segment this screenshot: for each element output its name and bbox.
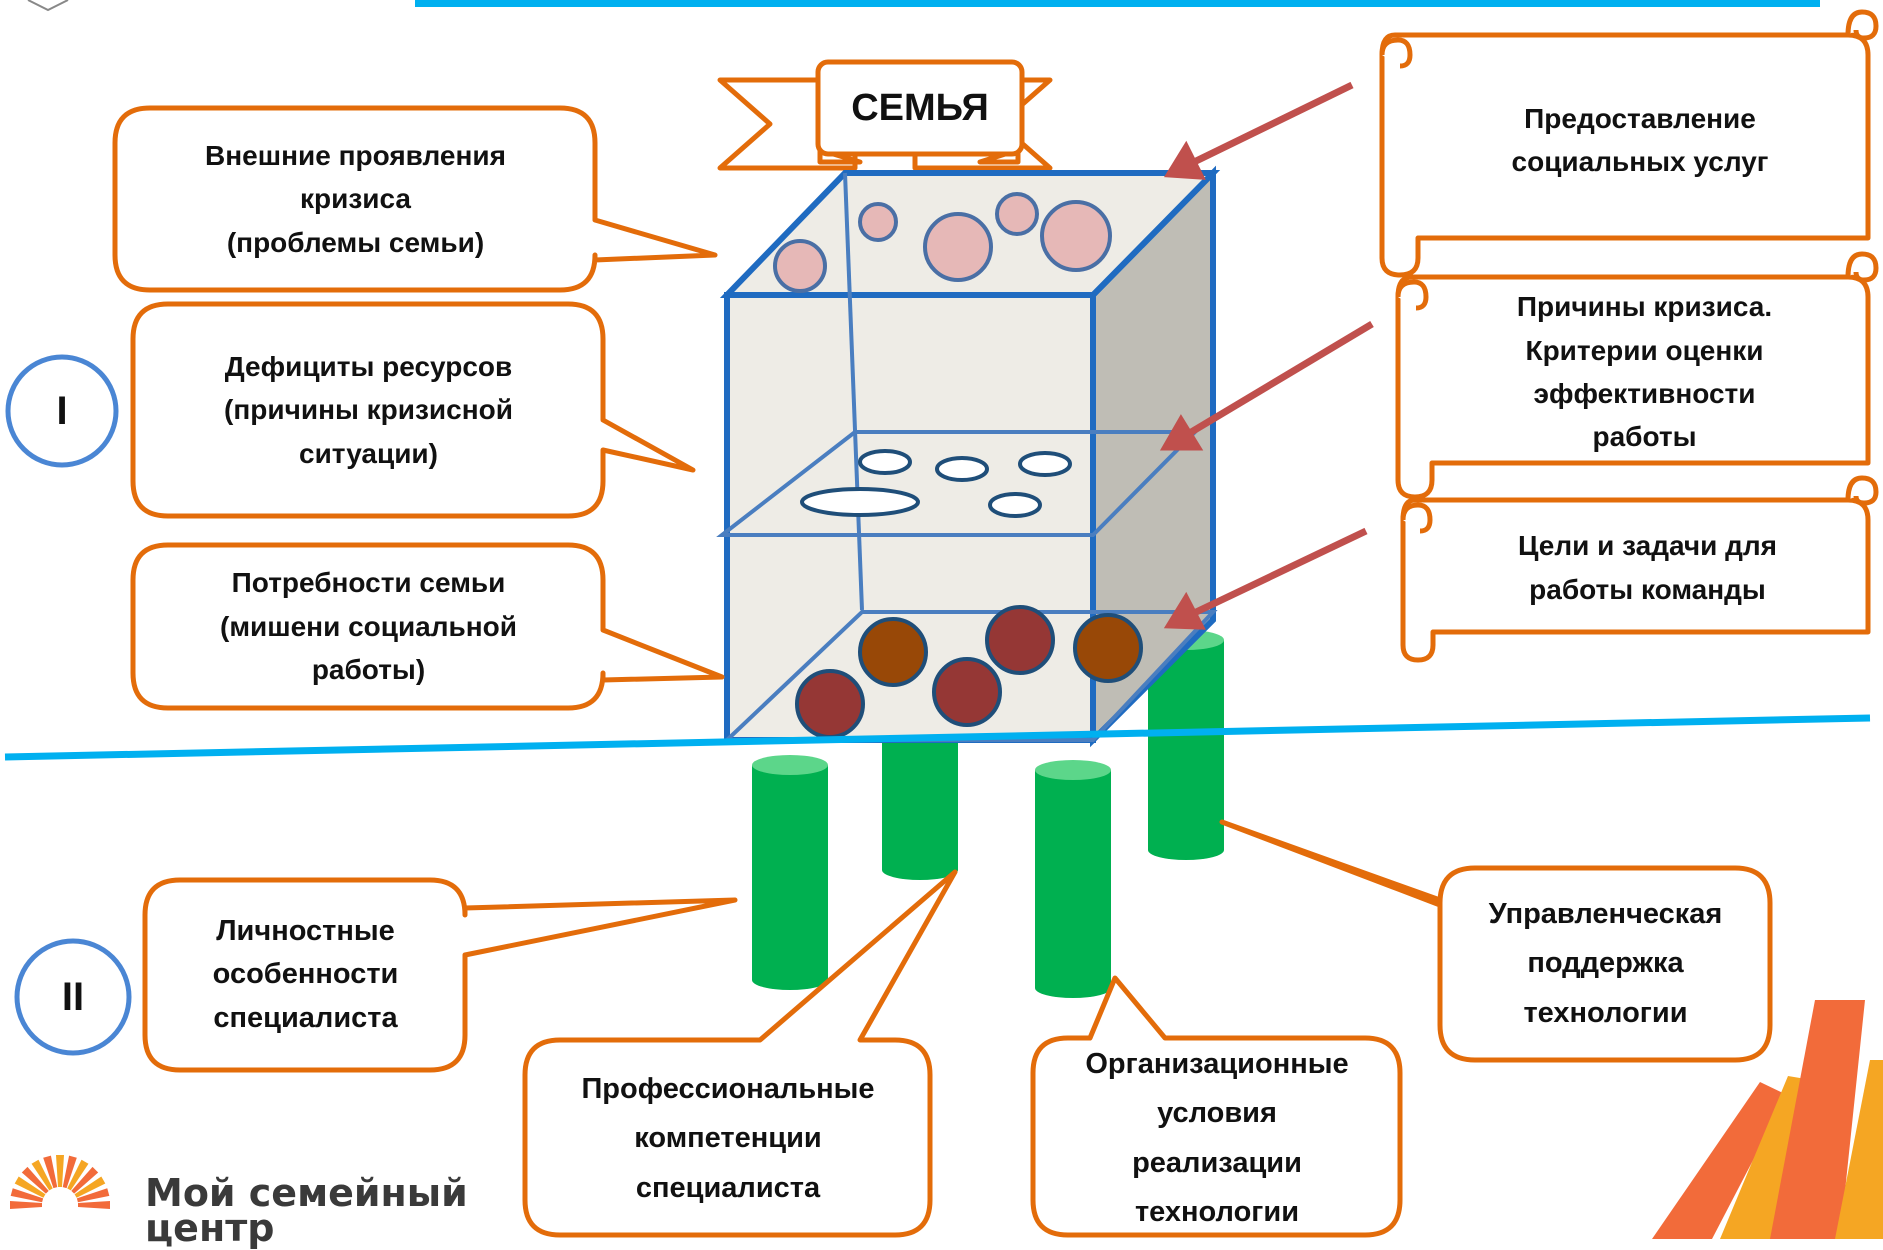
callout-professional-competencies: Профессиональные компетенции специалиста <box>581 1073 875 1204</box>
logo-line-1: Мой семейный <box>145 1171 468 1215</box>
scroll-social-services: Предоставление социальных услуг <box>1511 102 1769 177</box>
callout-organizational-conditions: Организационные условия реализации техно… <box>1085 1047 1349 1228</box>
level-divider-line <box>4 714 1871 761</box>
level-1-circle <box>5 354 119 468</box>
cylinder-front-right <box>1035 760 1111 998</box>
bottom-bubbles <box>142 819 1773 1238</box>
callout-crisis-problems: Внешние проявления кризиса (проблемы сем… <box>205 139 506 258</box>
callout-personal-traits: Личностные особенности специалиста <box>212 914 399 1034</box>
red-arrows <box>1159 81 1374 630</box>
level-2-circle <box>14 938 132 1056</box>
family-cube <box>716 165 1221 748</box>
logo-line-2: центр <box>145 1206 275 1250</box>
right-scrolls <box>1379 9 1879 663</box>
decorative-rays <box>1652 1000 1883 1239</box>
callout-resource-deficits: Дефициты ресурсов (причины кризисной сит… <box>224 350 513 469</box>
family-title: СЕМЬЯ <box>851 86 989 129</box>
level-2-label: II <box>61 974 85 1019</box>
level-1-label: I <box>56 388 68 433</box>
cylinder-front-left <box>752 755 828 990</box>
callout-management-support: Управленческая поддержка технологии <box>1488 898 1723 1029</box>
scroll-crisis-causes: Причины кризиса. Критерии оценки эффекти… <box>1516 291 1773 453</box>
cylinder-back-left <box>882 720 958 880</box>
title-ribbon <box>717 59 1053 171</box>
left-bubbles <box>112 105 725 711</box>
corner-mark <box>27 0 69 12</box>
logo-sunburst <box>10 1155 110 1209</box>
callout-family-needs: Потребности семьи (мишени социальной раб… <box>220 567 517 686</box>
scroll-team-goals: Цели и задачи для работы команды <box>1517 530 1778 605</box>
